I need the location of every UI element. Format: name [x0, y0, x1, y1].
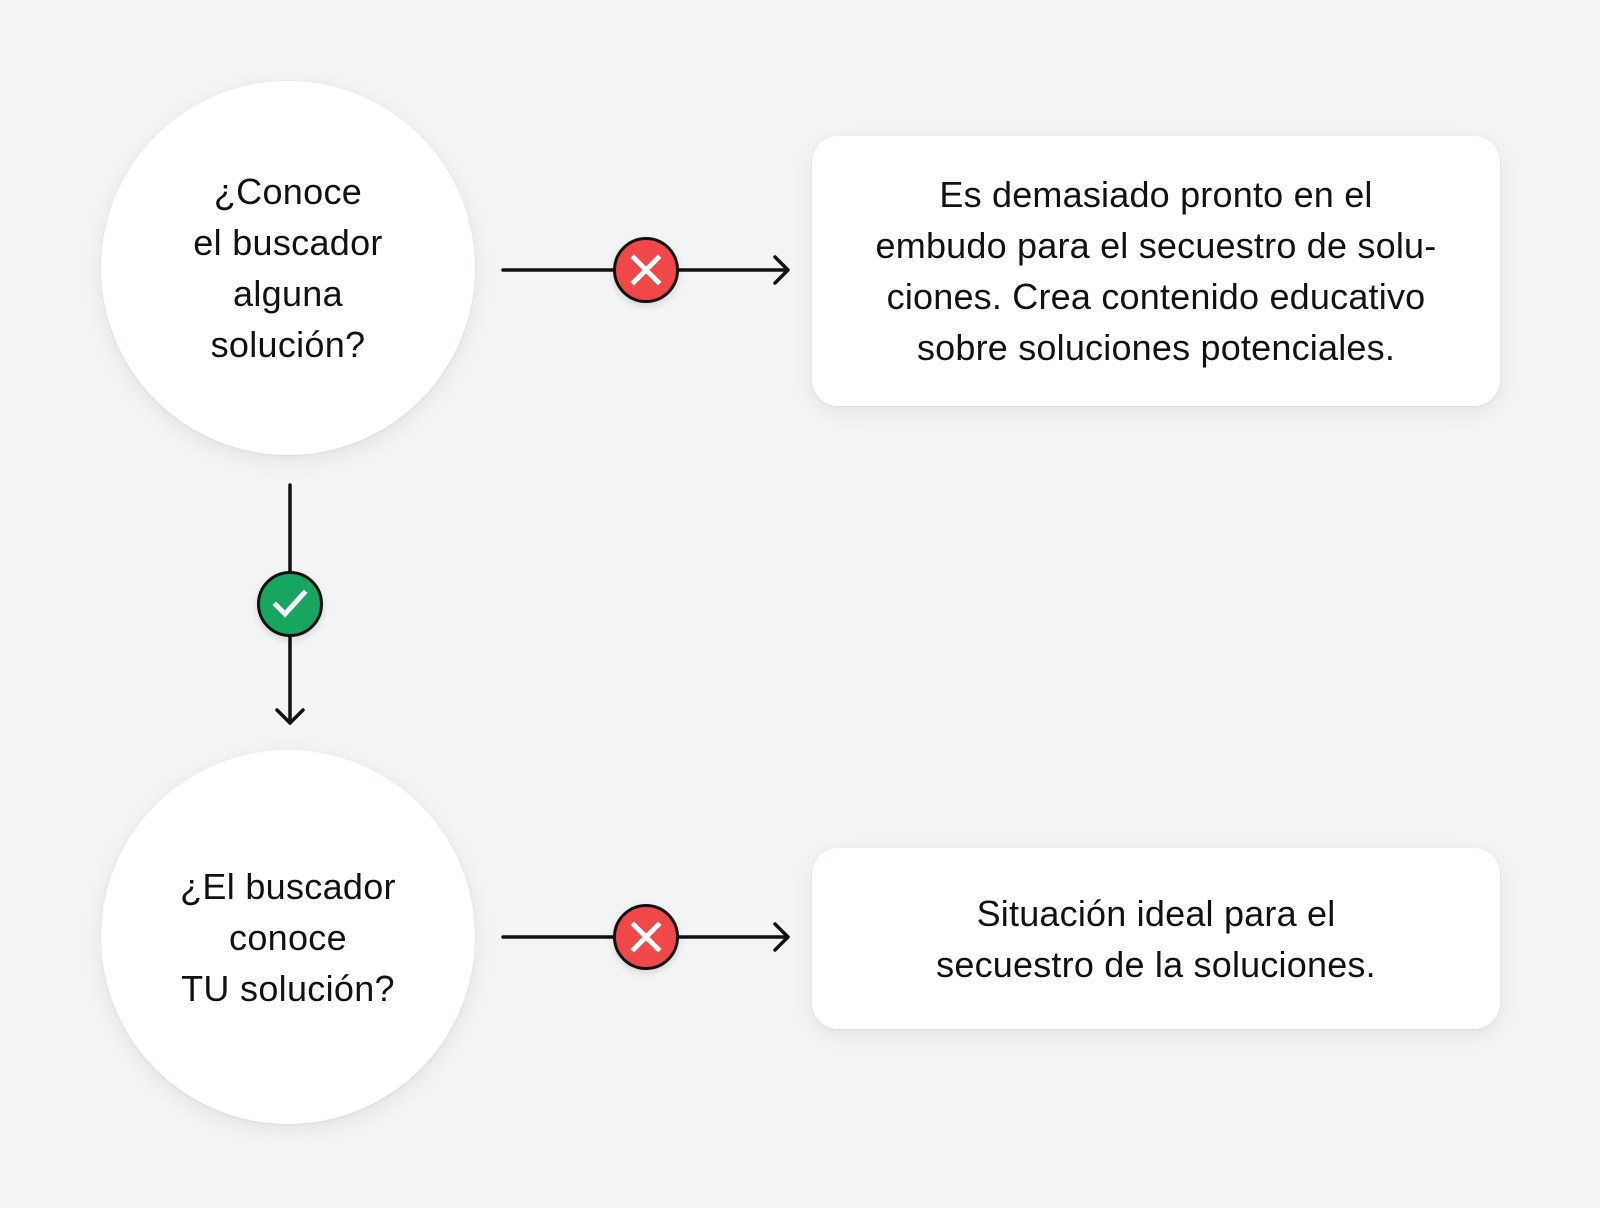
yes-badge-q1 — [257, 571, 323, 637]
outcome-card-o2: Situación ideal para el secuestro de la … — [812, 848, 1500, 1029]
x-icon — [630, 254, 662, 286]
outcome-card-o1: Es demasiado pronto en el embudo para el… — [812, 136, 1500, 406]
outcome-text-o2: Situación ideal para el secuestro de la … — [936, 892, 1376, 985]
outcome-text-o1: Es demasiado pronto en el embudo para el… — [875, 174, 1437, 368]
question-node-q1: ¿Conoce el buscador alguna solución? — [101, 81, 475, 455]
check-icon — [272, 589, 308, 618]
question-node-q2: ¿El buscador conoce TU solución? — [101, 750, 475, 1124]
x-icon — [630, 921, 662, 953]
edge-q1-o1-arrowhead — [773, 255, 790, 285]
no-badge-q1 — [613, 237, 679, 303]
edge-q2-o2-arrowhead — [773, 922, 790, 952]
no-badge-q2 — [613, 904, 679, 970]
question-text-q1: ¿Conoce el buscador alguna solución? — [193, 171, 383, 365]
question-text-q2: ¿El buscador conoce TU solución? — [180, 865, 396, 1009]
edge-q1-q2-arrowhead — [275, 708, 305, 725]
